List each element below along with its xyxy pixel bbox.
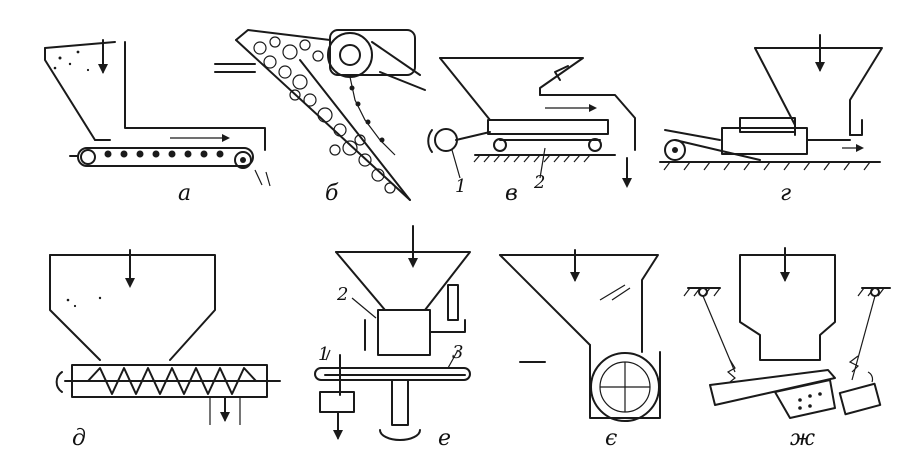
panel-v-label-1: 1 (455, 176, 466, 197)
panel-a-caption: а (178, 181, 191, 206)
panel-v-label-2: 2 (533, 172, 545, 193)
panel-v-caption: в (505, 181, 518, 206)
panel-e-label-1: 1 (318, 344, 329, 365)
panel-b-caption: б (325, 181, 339, 206)
panel-e-caption: е (438, 426, 451, 451)
panel-a-belt-feeder: а (44, 39, 271, 206)
panel-g-plunger-feeder: г (659, 34, 883, 206)
panel-ye-caption: є (605, 426, 617, 451)
panel-g-caption: г (780, 181, 791, 206)
panel-e-label-3: 3 (452, 342, 463, 363)
panel-d-screw-feeder: д (49, 249, 281, 451)
panel-e-disc-feeder: 2 1 3 е (314, 225, 471, 451)
panel-v-reciprocating-feeder: 1 2 в (427, 57, 636, 206)
panel-e-label-2: 2 (336, 284, 348, 305)
panel-zh-caption: ж (790, 426, 815, 451)
panel-ye-drum-feeder: є (499, 249, 661, 451)
panel-d-caption: д (72, 426, 86, 451)
panel-zh-vibrating-feeder: ж (683, 247, 891, 451)
panel-b-chain-feeder: б (214, 29, 426, 206)
